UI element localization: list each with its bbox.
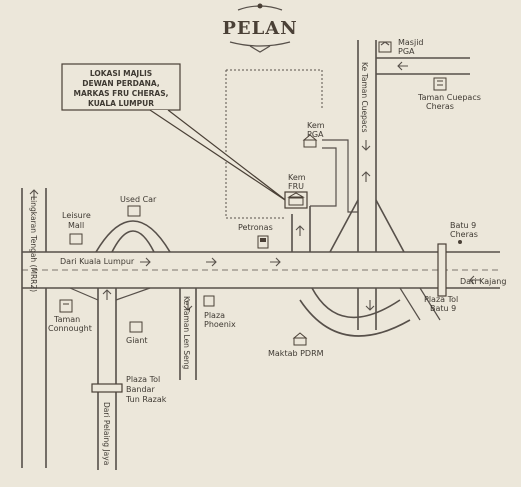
label-kem-pga-2: PGA — [307, 130, 324, 139]
label-taman-cuepacs-1: Taman Cuepacs — [417, 93, 481, 102]
pelaing-jaya-road — [69, 287, 151, 470]
callout-line-2: DEWAN PERDANA, — [82, 79, 160, 88]
taman-cuepacs-road — [329, 40, 405, 253]
building-icon-cuepacs — [433, 77, 447, 91]
label-taman-cuepacs-2: Cheras — [426, 102, 454, 111]
label-used-car: Used Car — [120, 195, 157, 204]
label-dari-kl: Dari Kuala Lumpur — [60, 257, 135, 266]
map-title: PELAN — [222, 18, 297, 39]
location-dot-icon — [458, 240, 462, 244]
label-lingkaran-tengah: Lingkaran Tengah (MRR2) — [29, 196, 38, 292]
government-building-icon-pdrm — [292, 332, 308, 346]
direction-arrows — [29, 61, 480, 311]
label-dari-kajang: Dari Kajang — [460, 277, 506, 286]
compound-boundary — [225, 69, 323, 219]
plaza-tol-batu9-road — [357, 243, 447, 330]
label-masjid-2: PGA — [398, 47, 415, 56]
label-leisure-mall-1: Leisure — [62, 211, 91, 220]
maktab-loop-inner — [311, 287, 401, 319]
building-icon-leisure-mall — [69, 233, 83, 245]
maktab-loop — [299, 299, 411, 337]
label-kem-pga-1: Kem — [307, 121, 325, 130]
venue-callout: LOKASI MAJLIS DEWAN PERDANA, MARKAS FRU … — [61, 63, 289, 203]
label-ke-taman-len-seng: Ke Taman Len Seng — [182, 296, 191, 369]
callout-line-1: LOKASI MAJLIS — [90, 69, 152, 78]
label-kem-fru-2: FRU — [288, 182, 304, 191]
label-plaza-tol-batu9-1: Plaza Tol — [424, 295, 458, 304]
title-ornament — [229, 3, 291, 53]
building-icon-connought — [59, 299, 73, 313]
label-plaza-phoenix-1: Plaza — [204, 311, 225, 320]
label-leisure-mall-2: Mall — [68, 221, 84, 230]
label-ke-taman-cuepacs: Ke Taman Cuepacs — [360, 62, 369, 133]
callout-line-3: MARKAS FRU CHERAS, — [73, 89, 168, 98]
flyover-arc-inner — [111, 230, 155, 253]
fuel-station-icon — [257, 235, 269, 249]
masjid-road — [376, 57, 470, 75]
label-taman-connought-2: Connought — [48, 324, 92, 333]
label-batu9-cheras-2: Cheras — [450, 230, 478, 239]
building-icon-giant — [129, 321, 143, 333]
callout-line-4: KUALA LUMPUR — [88, 99, 154, 108]
label-plaza-tol-bandar-3: Tun Razak — [125, 395, 167, 404]
label-plaza-tol-bandar-1: Plaza Tol — [126, 375, 160, 384]
mosque-icon — [378, 41, 392, 53]
label-kem-fru-1: Kem — [288, 173, 306, 182]
building-icon-used-car — [127, 205, 141, 217]
government-building-icon-fru — [284, 191, 308, 209]
label-giant: Giant — [126, 336, 148, 345]
label-plaza-tol-batu9-2: Batu 9 — [430, 304, 456, 313]
label-masjid-1: Masjid — [398, 38, 424, 47]
label-taman-connought-1: Taman — [53, 315, 80, 324]
len-seng-road — [179, 288, 197, 380]
kem-access-road — [291, 139, 358, 252]
label-dari-pelaing-jaya: Dari Pelaing Jaya — [102, 402, 111, 465]
label-maktab-pdrm: Maktab PDRM — [268, 349, 324, 358]
building-icon-phoenix — [203, 295, 215, 307]
label-batu9-cheras-1: Batu 9 — [450, 221, 476, 230]
flyover-arc — [95, 220, 171, 253]
government-building-icon-pga — [302, 134, 318, 148]
label-plaza-tol-bandar-2: Bandar — [126, 385, 155, 394]
label-plaza-phoenix-2: Phoenix — [204, 320, 236, 329]
mrr2-road — [21, 188, 47, 468]
label-petronas: Petronas — [238, 223, 273, 232]
